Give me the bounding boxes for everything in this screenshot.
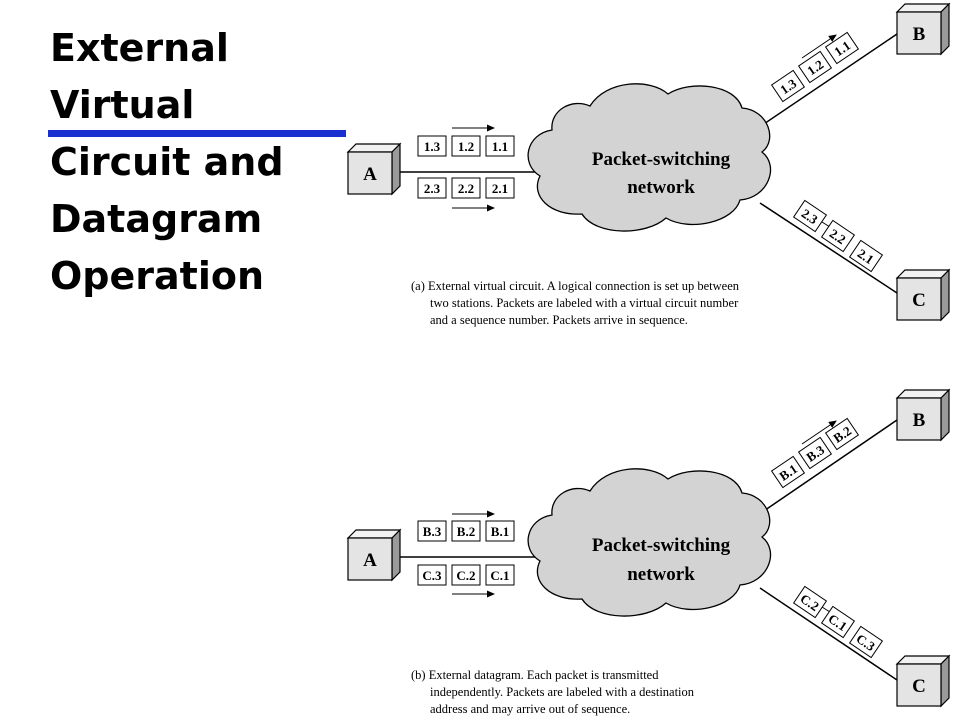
panel-a-virtual-circuit: Packet-switching network A B C 1. (346, 2, 951, 327)
packet-to-c-1: C.2 (792, 585, 828, 619)
packet-label: 2.3 (424, 181, 441, 196)
cloud-label-line-2: network (627, 177, 695, 198)
packet-label: B.2 (457, 524, 475, 539)
packet-switching-cloud: Packet-switching network (527, 83, 772, 232)
packet-to-c-1: 2.3 (792, 199, 828, 233)
caption-a-line-2: two stations. Packets are labeled with a… (430, 296, 739, 310)
packet-b-bottom-3: C.1 (485, 564, 515, 586)
packet-label: 1.3 (424, 139, 441, 154)
packet-label: C.3 (422, 568, 442, 583)
station-c: C (895, 268, 951, 322)
station-c: C (895, 654, 951, 708)
packet-to-b-2: 1.2 (797, 50, 833, 84)
link-network-to-c (759, 587, 898, 681)
packet-label: B.1 (491, 524, 509, 539)
packet-to-c-3: 2.1 (848, 239, 884, 273)
title-line-4: Datagram (50, 197, 263, 241)
station-b: B (895, 2, 951, 56)
packet-label: 2.1 (492, 181, 508, 196)
packet-a-bottom-3: 2.1 (485, 177, 515, 199)
caption-b-line-1: (b) External datagram. Each packet is tr… (411, 668, 659, 682)
packet-to-b-1: B.1 (770, 455, 806, 489)
title-line-3: Circuit and (50, 140, 284, 184)
packet-to-c-3: C.3 (848, 625, 884, 659)
packet-b-bottom-1: C.3 (417, 564, 447, 586)
packet-a-top-1: 1.3 (417, 135, 447, 157)
title-line-1: External (50, 26, 229, 70)
packet-label: C.1 (490, 568, 509, 583)
title-line-2: Virtual (50, 83, 195, 127)
packet-to-b-2: B.3 (797, 436, 833, 470)
packet-b-bottom-2: C.2 (451, 564, 481, 586)
link-network-to-b (754, 419, 898, 518)
panel-b-datagram: Packet-switching network A B C B.3 (346, 388, 951, 716)
caption-a-line-1: (a) External virtual circuit. A logical … (411, 279, 740, 293)
station-a: A (346, 528, 402, 582)
station-b-label: B (913, 24, 926, 45)
packet-label: 2.2 (458, 181, 474, 196)
caption-a-line-3: and a sequence number. Packets arrive in… (430, 313, 688, 327)
packet-a-bottom-1: 2.3 (417, 177, 447, 199)
station-b-label: B (913, 410, 926, 431)
arrow-toward-b (801, 420, 837, 445)
packet-to-c-2: C.1 (820, 605, 856, 639)
caption-b-line-2: independently. Packets are labeled with … (430, 685, 695, 699)
station-a-label: A (363, 164, 377, 185)
caption-b-line-3: address and may arrive out of sequence. (430, 702, 630, 716)
cloud-label-line-1: Packet-switching (592, 149, 731, 170)
title-line-5: Operation (50, 254, 265, 298)
slide-title: External Virtual Circuit and Datagram Op… (50, 20, 350, 305)
packet-label: C.2 (456, 568, 475, 583)
packet-to-b-3: B.2 (824, 417, 860, 451)
packet-b-top-1: B.3 (417, 520, 447, 542)
packet-a-top-3: 1.1 (485, 135, 515, 157)
packet-label: 1.2 (458, 139, 474, 154)
packet-b-top-2: B.2 (451, 520, 481, 542)
arrow-toward-b (801, 34, 837, 59)
station-b: B (895, 388, 951, 442)
title-underline (48, 130, 346, 137)
packet-label: 1.1 (492, 139, 508, 154)
cloud-label-line-2: network (627, 564, 695, 585)
packet-a-top-2: 1.2 (451, 135, 481, 157)
packet-switching-cloud: Packet-switching network (527, 468, 772, 617)
packet-to-b-3: 1.1 (824, 31, 860, 65)
cloud-label-line-1: Packet-switching (592, 535, 731, 556)
station-c-label: C (912, 290, 926, 311)
station-a-label: A (363, 550, 377, 571)
link-network-to-b (754, 33, 898, 131)
packet-b-top-3: B.1 (485, 520, 515, 542)
link-network-to-c (759, 202, 898, 294)
station-c-label: C (912, 676, 926, 697)
packet-to-b-1: 1.3 (770, 69, 806, 103)
packet-to-c-2: 2.2 (820, 219, 856, 253)
packet-label: B.3 (423, 524, 442, 539)
station-a: A (346, 142, 402, 196)
packet-a-bottom-2: 2.2 (451, 177, 481, 199)
